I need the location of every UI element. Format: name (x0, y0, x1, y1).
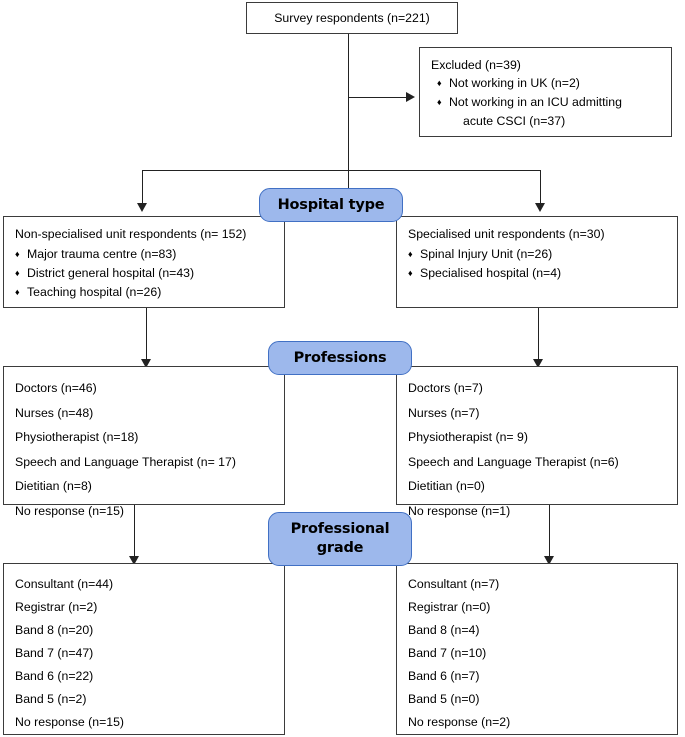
list-item: Consultant (n=7) (408, 577, 500, 591)
connector-split-left-arrow (137, 203, 147, 212)
connector-excluded-arrow (406, 92, 420, 102)
list-item: Consultant (n=44) (15, 577, 114, 591)
connector-right-professions-to-grade (549, 505, 550, 563)
node-professions-specialised-list: Doctors (n=7) Nurses (n=7) Physiotherapi… (408, 376, 666, 523)
connector-split-left-drop (142, 170, 143, 210)
node-professions-non-specialised: Doctors (n=46) Nurses (n=48) Physiothera… (3, 366, 285, 518)
list-item: Doctors (n=7) (408, 381, 483, 395)
connector-split-right-drop (540, 170, 541, 210)
connector-right-professions-to-grade-arrow (544, 556, 554, 565)
node-non-specialised-unit: Non-specialised unit respondents (n= 152… (3, 216, 285, 308)
connector-survey-trunk (348, 33, 349, 205)
connector-left-professions-to-grade (134, 505, 135, 563)
node-specialised-unit: Specialised unit respondents (n=30) Spin… (396, 216, 678, 308)
connector-excluded-line (348, 97, 408, 98)
list-item: Physiotherapist (n= 9) (408, 430, 528, 444)
list-item: Registrar (n=0) (408, 600, 491, 614)
list-item: Speech and Language Therapist (n= 17) (15, 454, 236, 469)
list-item: Nurses (n=7) (408, 405, 480, 420)
list-item: Dietitian (n=8) (15, 479, 92, 493)
list-item: Band 6 (n=7) (408, 669, 480, 683)
list-item: No response (n=1) (408, 503, 511, 518)
node-excluded: Excluded (n=39) Not working in UK (n=2) … (419, 47, 672, 137)
connector-right-hospital-to-professions (538, 308, 539, 366)
stage-label-professional-grade: Professional grade (268, 512, 412, 566)
connector-left-professions-to-grade-arrow (129, 556, 139, 565)
list-item: Registrar (n=2) (15, 600, 98, 614)
node-professions-specialised: Doctors (n=7) Nurses (n=7) Physiotherapi… (396, 366, 678, 518)
list-item: Band 8 (n=20) (15, 623, 94, 637)
node-excluded-bullet-list: Not working in UK (n=2) Not working in a… (437, 74, 660, 131)
list-item: Major trauma centre (n=83) (15, 245, 273, 264)
list-item: District general hospital (n=43) (15, 264, 273, 283)
list-item: Not working in an ICU admitting (437, 93, 660, 112)
stage-label-professions: Professions (268, 341, 412, 375)
list-item: Physiotherapist (n=18) (15, 430, 139, 444)
node-specialised-heading: Specialised unit respondents (n=30) (408, 227, 605, 241)
node-non-specialised-bullet-list: Major trauma centre (n=83) District gene… (15, 245, 273, 302)
list-item: Band 6 (n=22) (15, 669, 94, 683)
list-item: Not working in UK (n=2) (437, 74, 660, 93)
list-item: Nurses (n=48) (15, 405, 94, 420)
node-non-specialised-heading: Non-specialised unit respondents (n= 152… (15, 227, 247, 241)
node-professions-non-specialised-list: Doctors (n=46) Nurses (n=48) Physiothera… (15, 376, 273, 523)
list-item: Band 5 (n=0) (408, 692, 480, 706)
list-item: Teaching hospital (n=26) (15, 283, 273, 302)
list-item: Band 5 (n=2) (15, 692, 87, 706)
connector-split-horizontal (142, 170, 541, 171)
node-grade-non-specialised-list: Consultant (n=44) Registrar (n=2) Band 8… (15, 573, 273, 734)
list-item: Band 7 (n=47) (15, 646, 94, 660)
node-excluded-heading: Excluded (n=39) (431, 58, 521, 72)
node-grade-specialised-list: Consultant (n=7) Registrar (n=0) Band 8 … (408, 573, 666, 734)
list-item: Band 8 (n=4) (408, 623, 480, 637)
node-survey-respondents: Survey respondents (n=221) (246, 2, 458, 34)
list-item: Doctors (n=46) (15, 381, 97, 395)
list-item: No response (n=2) (408, 715, 511, 729)
connector-split-right-arrow (535, 203, 545, 212)
connector-right-hospital-to-professions-arrow (533, 359, 543, 368)
list-item: Dietitian (n=0) (408, 479, 485, 493)
list-item: No response (n=15) (15, 715, 125, 729)
node-survey-respondents-label: Survey respondents (n=221) (274, 11, 430, 25)
connector-left-hospital-to-professions (146, 308, 147, 366)
stage-label-professional-grade-line1: Professional (290, 521, 390, 537)
list-item: Speech and Language Therapist (n=6) (408, 454, 619, 469)
list-item: Specialised hospital (n=4) (408, 264, 666, 283)
node-grade-specialised: Consultant (n=7) Registrar (n=0) Band 8 … (396, 563, 678, 735)
node-specialised-bullet-list: Spinal Injury Unit (n=26) Specialised ho… (408, 245, 666, 283)
stage-label-hospital-type: Hospital type (259, 188, 403, 222)
list-item: Spinal Injury Unit (n=26) (408, 245, 666, 264)
list-item: No response (n=15) (15, 503, 125, 518)
stage-label-professions-text: Professions (293, 349, 387, 366)
stage-label-hospital-type-text: Hospital type (277, 196, 385, 213)
connector-left-hospital-to-professions-arrow (141, 359, 151, 368)
list-item: Band 7 (n=10) (408, 646, 487, 660)
list-item: acute CSCI (n=37) (463, 114, 566, 128)
node-grade-non-specialised: Consultant (n=44) Registrar (n=2) Band 8… (3, 563, 285, 735)
stage-label-professional-grade-line2: grade (316, 540, 364, 556)
